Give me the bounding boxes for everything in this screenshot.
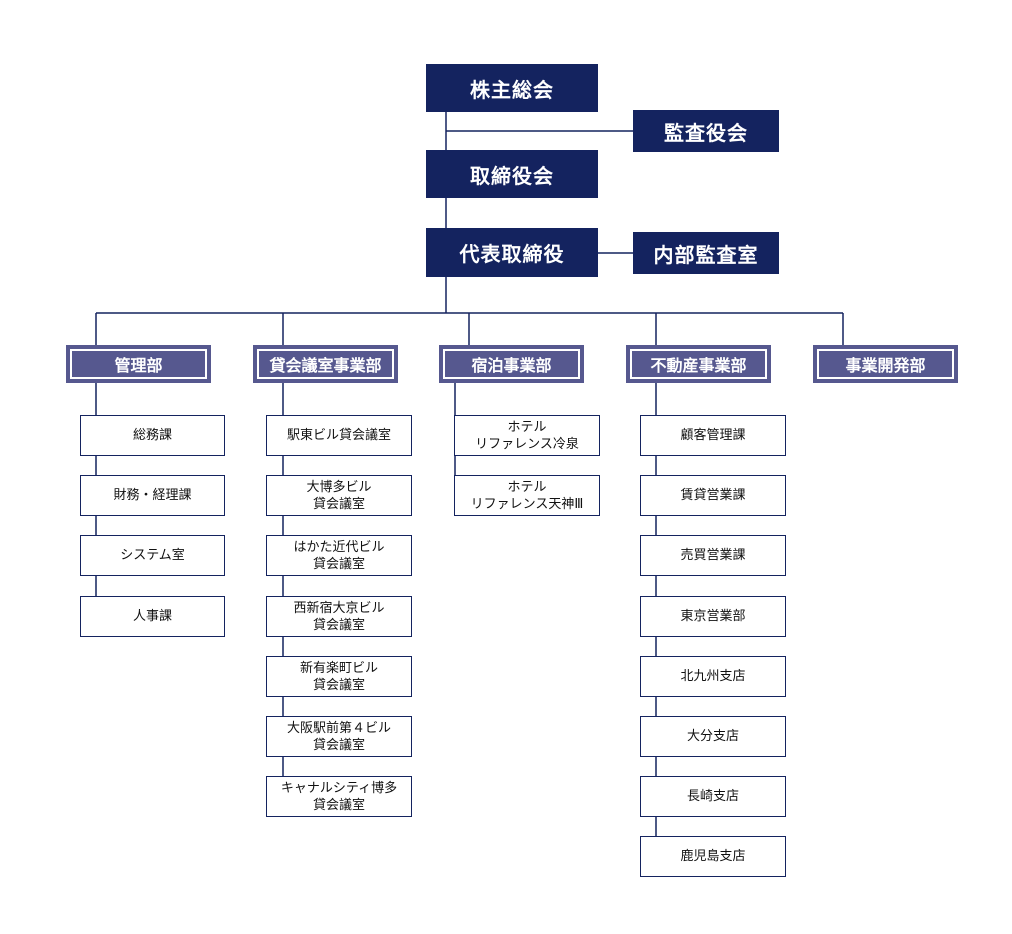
section-box: ホテル リファレンス天神Ⅲ [454, 475, 600, 516]
section-box: 大阪駅前第４ビル 貸会議室 [266, 716, 412, 757]
section-box: 売買営業課 [640, 535, 786, 576]
department-box: 不動産事業部 [626, 345, 771, 383]
shareholders-meeting-label: 株主総会 [470, 77, 554, 102]
president-box: 代表取締役 [426, 228, 598, 277]
department-box: 宿泊事業部 [439, 345, 584, 383]
section-label: 東京営業部 [680, 609, 746, 624]
section-box: 東京営業部 [640, 596, 786, 637]
section-box: 顧客管理課 [640, 415, 786, 456]
department-label: 不動産事業部 [650, 356, 747, 375]
section-label: 長崎支店 [686, 789, 739, 804]
section-box: はかた近代ビル 貸会議室 [266, 535, 412, 576]
department-label: 事業開発部 [845, 356, 926, 375]
section-label: 賃貸営業課 [680, 488, 746, 503]
board-of-auditors-box: 監査役会 [633, 110, 779, 152]
shareholders-meeting-box: 株主総会 [426, 64, 598, 112]
section-label: はかた近代ビル 貸会議室 [293, 539, 385, 572]
section-label: 大阪駅前第４ビル 貸会議室 [286, 720, 391, 753]
section-box: ホテル リファレンス冷泉 [454, 415, 600, 456]
section-label: 新有楽町ビル 貸会議室 [299, 660, 378, 693]
board-of-directors-label: 取締役会 [470, 163, 554, 188]
section-label: システム室 [120, 548, 185, 563]
section-label: ホテル リファレンス天神Ⅲ [470, 479, 584, 512]
internal-audit-label: 内部監査室 [653, 242, 759, 267]
section-box: キャナルシティ博多 貸会議室 [266, 776, 412, 817]
section-box: 北九州支店 [640, 656, 786, 697]
section-label: 財務・経理課 [113, 488, 192, 503]
internal-audit-box: 内部監査室 [633, 232, 779, 274]
section-label: 総務課 [132, 428, 172, 443]
section-label: 大博多ビル 貸会議室 [306, 479, 372, 512]
section-label: 顧客管理課 [680, 428, 746, 443]
department-label: 管理部 [114, 356, 163, 375]
section-box: 総務課 [80, 415, 225, 456]
section-label: キャナルシティ博多 貸会議室 [280, 780, 398, 813]
section-box: 西新宿大京ビル 貸会議室 [266, 596, 412, 637]
section-label: 大分支店 [686, 729, 739, 744]
section-label: ホテル リファレンス冷泉 [475, 419, 579, 452]
section-label: 鹿児島支店 [680, 849, 746, 864]
section-label: 人事課 [132, 609, 172, 624]
department-box: 貸会議室事業部 [253, 345, 398, 383]
section-label: 売買営業課 [680, 548, 746, 563]
section-label: 西新宿大京ビル 貸会議室 [293, 600, 385, 633]
board-of-auditors-label: 監査役会 [664, 120, 748, 145]
section-label: 駅東ビル貸会議室 [286, 428, 391, 443]
president-label: 代表取締役 [459, 242, 565, 266]
section-box: 長崎支店 [640, 776, 786, 817]
section-box: 賃貸営業課 [640, 475, 786, 516]
section-box: 新有楽町ビル 貸会議室 [266, 656, 412, 697]
board-of-directors-box: 取締役会 [426, 150, 598, 198]
department-label: 貸会議室事業部 [269, 356, 382, 375]
department-label: 宿泊事業部 [471, 356, 552, 375]
section-box: 大博多ビル 貸会議室 [266, 475, 412, 516]
section-box: 人事課 [80, 596, 225, 637]
department-box: 事業開発部 [813, 345, 958, 383]
section-box: 財務・経理課 [80, 475, 225, 516]
section-label: 北九州支店 [680, 669, 746, 684]
department-box: 管理部 [66, 345, 211, 383]
section-box: システム室 [80, 535, 225, 576]
section-box: 駅東ビル貸会議室 [266, 415, 412, 456]
section-box: 大分支店 [640, 716, 786, 757]
section-box: 鹿児島支店 [640, 836, 786, 877]
